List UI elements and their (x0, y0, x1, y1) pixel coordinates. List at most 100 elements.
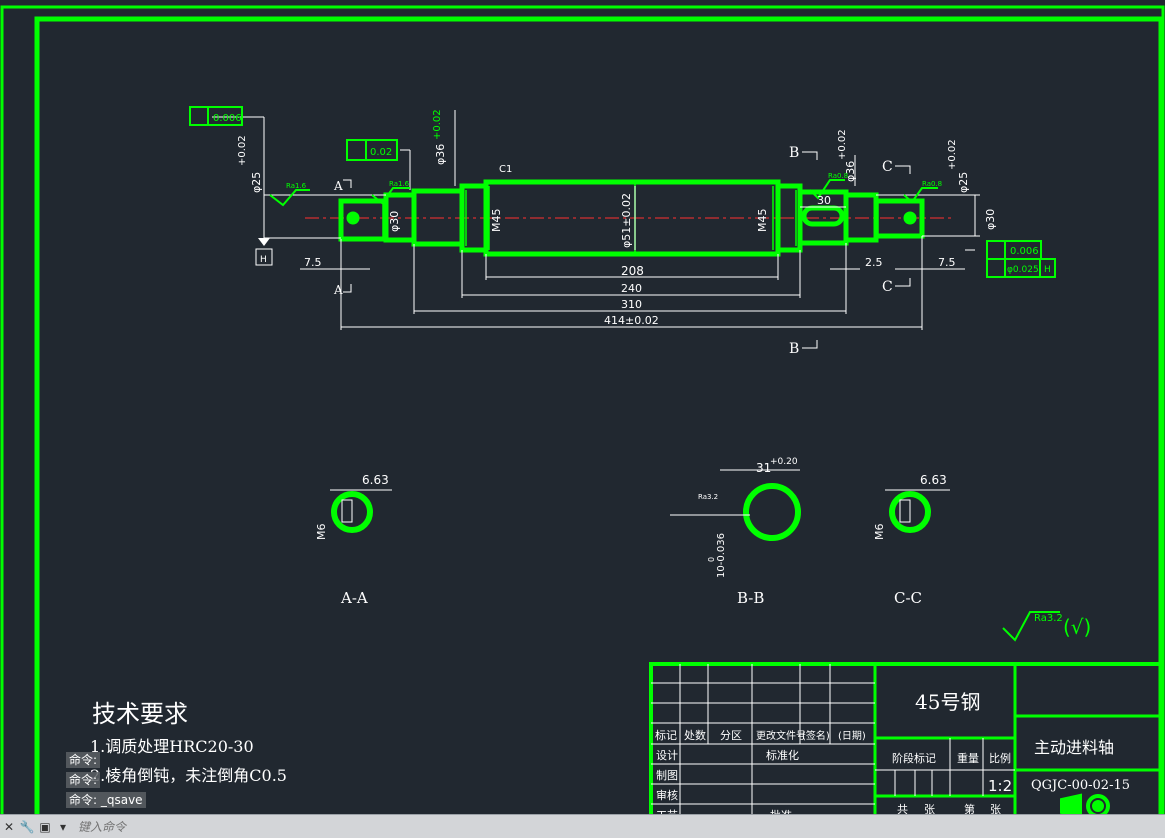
dim-30-key: 30 (817, 194, 831, 207)
tb-page2: 张 (990, 803, 1001, 816)
command-history-line: 命令: (66, 752, 101, 768)
command-line-bar: ✕ 🔧 ▣ ▾ (0, 814, 1165, 838)
tech-requirements-title: 技术要求 (92, 700, 188, 728)
command-history-line: 命令: _qsave (66, 792, 146, 808)
terminal-icon[interactable]: ▣ (39, 819, 51, 834)
datum-triangle (258, 238, 270, 246)
close-icon[interactable]: ✕ (3, 819, 15, 834)
gdt-value-right: 0.006 (1010, 246, 1039, 257)
tb-header-sign: (签名) (802, 729, 830, 742)
projection-icon (1060, 793, 1110, 819)
tb-standardize: 标准化 (766, 748, 799, 762)
cc-dim-663: 6.63 (920, 473, 947, 487)
bb-tol-0: 0 (707, 557, 716, 562)
tol-phi36-right: +0.02 (837, 129, 848, 160)
dim-phi25-right: φ25 (957, 172, 970, 193)
tb-row-review: 审核 (656, 788, 678, 802)
section-title-cc: C-C (894, 589, 922, 607)
tb-page: 第 (964, 802, 975, 816)
tb-material: 45号钢 (915, 690, 980, 714)
roughness-right-2: Ra0.8 (922, 180, 942, 188)
bb-roughness: Ra3.2 (698, 493, 718, 501)
gdt-value-runout: 0.02 (370, 147, 392, 158)
tb-header-doc: 更改文件号 (756, 729, 806, 742)
section-view-cc: 6.63 M6 C-C (873, 473, 950, 607)
dim-310: 310 (621, 298, 642, 311)
tb-row-design: 设计 (656, 749, 678, 762)
datum-h-label: H (260, 255, 267, 265)
tol-phi36-left: +0.02 (432, 109, 443, 140)
section-view-bb: 31 +0.20 10-0.036 0 Ra3.2 B-B (670, 457, 801, 607)
dim-phi30-left: φ30 (388, 211, 401, 232)
section-view-aa: 6.63 M6 A-A (315, 473, 392, 607)
tb-total: 共 (897, 803, 908, 816)
tb-row-drawing: 制图 (656, 769, 678, 782)
tb-stage: 阶段标记 (892, 751, 936, 765)
bb-dim-10: 10-0.036 (716, 533, 727, 578)
dim-phi51: φ51±0.02 (620, 193, 633, 248)
roughness-left-2: Ra1.6 (389, 180, 410, 188)
gdt-value-coaxial: φ0.025 (1007, 265, 1039, 275)
section-title-bb: B-B (737, 589, 764, 607)
section-label-b-bottom: B (789, 341, 799, 357)
general-roughness-mark: (√) (1063, 615, 1091, 639)
dimension-texts: 208 240 310 414±0.02 7.5 2.5 7.5 30 C1 φ… (213, 109, 1091, 639)
dim-phi30-right: φ30 (984, 209, 997, 230)
chevron-down-icon[interactable]: ▾ (59, 819, 67, 834)
dim-2-5: 2.5 (865, 256, 883, 269)
dim-240: 240 (621, 282, 642, 295)
shaft-outline (338, 179, 925, 257)
aa-dim-663: 6.63 (362, 473, 389, 487)
dim-phi36-left: φ36 (434, 144, 447, 165)
command-history-line: 命令: (66, 772, 101, 788)
tb-scale: 1:2 (988, 777, 1012, 795)
tol-phi25-right: +0.02 (947, 139, 958, 170)
section-label-c-top: C (882, 159, 893, 175)
tol-phi25-left: +0.02 (237, 135, 248, 166)
shaft-details (382, 182, 879, 254)
roughness-left-1: Ra1.6 (286, 182, 307, 190)
dim-414: 414±0.02 (604, 314, 659, 327)
cc-dim-m6: M6 (873, 524, 886, 541)
bb-tol: +0.20 (770, 457, 798, 467)
tb-weight: 重量 (957, 751, 979, 765)
inner-frame (34, 16, 1164, 834)
title-block: 标记 处数 分区 更改文件号 (签名) (日期) 设计 制图 审核 工艺 标准化… (649, 662, 1163, 833)
roughness-right-1: Ra0.8 (828, 172, 848, 180)
section-label-a-bottom: A (333, 283, 343, 297)
dim-phi36-right: φ36 (844, 161, 857, 182)
dim-phi25-left: φ25 (250, 172, 263, 193)
general-roughness: Ra3.2 (1034, 613, 1063, 624)
tb-drawing-no: QGJC-00-02-15 (1031, 778, 1130, 793)
section-label-a-top: A (333, 179, 343, 193)
dim-m45-right: M45 (756, 209, 769, 233)
tb-header-mark: 标记 (655, 728, 677, 742)
tb-header-date: (日期) (838, 730, 866, 742)
tb-ratio: 比例 (989, 751, 1011, 765)
tech-requirement-2: 2.棱角倒钝，未注倒角C0.5 (90, 766, 287, 785)
bb-dim-31: 31 (756, 461, 771, 475)
tb-header-zone: 分区 (720, 729, 742, 742)
tech-requirement-1: 1.调质处理HRC20-30 (90, 737, 254, 756)
dim-7-5-left: 7.5 (304, 256, 322, 269)
wrench-icon[interactable]: 🔧 (19, 819, 35, 834)
section-label-b-top: B (789, 145, 799, 161)
section-markers (343, 151, 911, 349)
tb-header-count: 处数 (684, 729, 706, 742)
section-title-aa: A-A (340, 589, 368, 607)
command-input[interactable] (76, 816, 1165, 837)
chamfer-c1: C1 (499, 164, 512, 175)
section-label-c-bottom: C (882, 279, 893, 295)
aa-dim-m6: M6 (315, 524, 328, 541)
gdt-datum-ref: H (1044, 265, 1051, 275)
command-history: 命令: 命令: 命令: _qsave (66, 752, 146, 812)
tb-part-name: 主动进料轴 (1034, 738, 1114, 757)
dim-m45-left: M45 (490, 209, 503, 233)
gdt-frames (189, 106, 1060, 642)
dimension-lines (212, 110, 980, 330)
datum-h-box (255, 248, 273, 266)
gdt-value-top: 0.006 (213, 113, 242, 124)
dim-7-5-right: 7.5 (938, 256, 956, 269)
dim-208: 208 (621, 264, 644, 278)
